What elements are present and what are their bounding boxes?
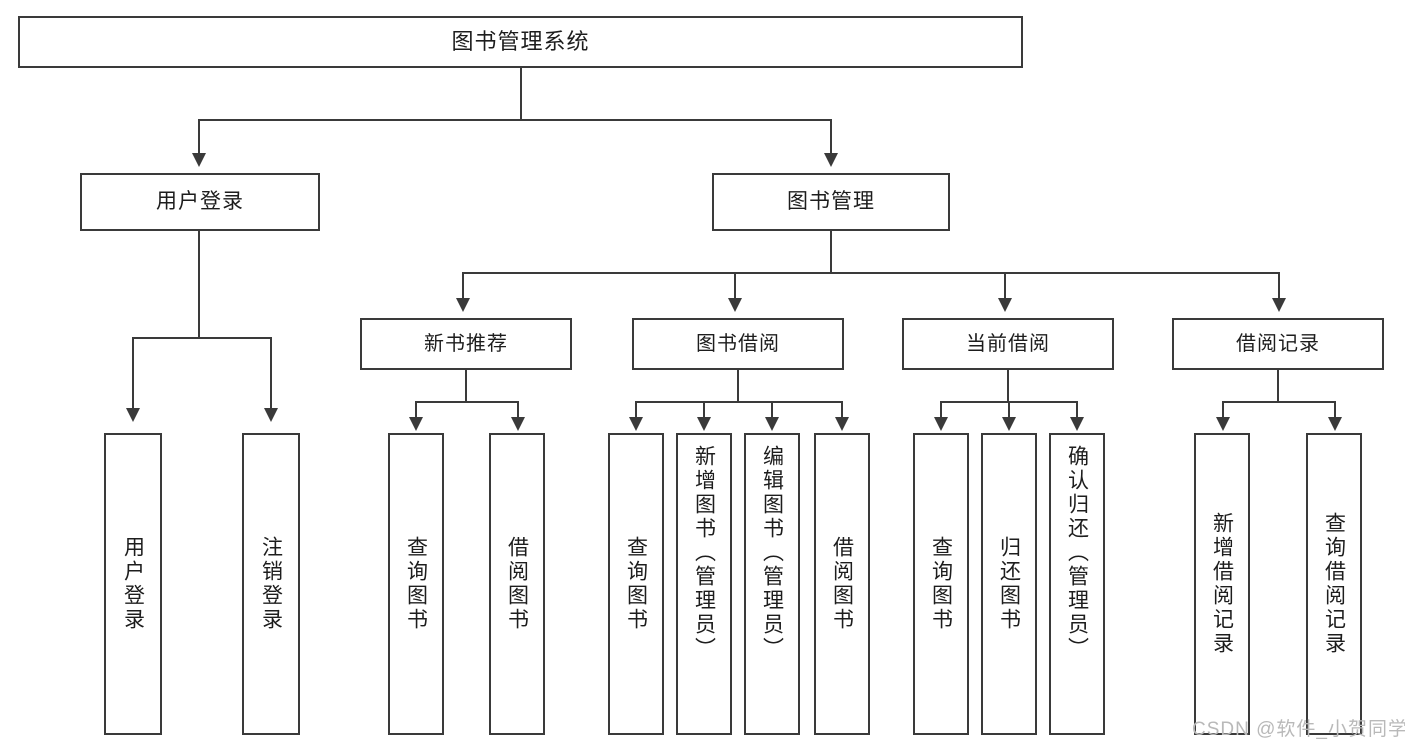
arrowhead-leaf-query-book-2 xyxy=(629,417,643,431)
leaf-logout-login[interactable]: 注销登录 xyxy=(242,433,300,735)
leaf-label: 编辑图书（管理员） xyxy=(760,445,784,661)
node-book-borrow[interactable]: 图书借阅 xyxy=(632,318,844,370)
arrowhead-leaf-logout-login xyxy=(264,408,278,422)
leaf-label: 查询图书 xyxy=(624,536,648,632)
node-label: 图书管理系统 xyxy=(451,29,590,55)
connector-to-leaf-logout-login xyxy=(270,337,272,410)
arrowhead-leaf-edit-book xyxy=(765,417,779,431)
leaf-label: 新增图书（管理员） xyxy=(692,445,716,661)
arrowhead-user-login xyxy=(192,153,206,167)
node-user-login[interactable]: 用户登录 xyxy=(80,173,320,231)
connector-to-book-borrow xyxy=(734,272,736,300)
connector-to-leaf-borrow-book-1 xyxy=(517,401,519,419)
connector-to-leaf-query-book-2 xyxy=(635,401,637,419)
connector-to-leaf-query-borrow-record xyxy=(1334,401,1336,419)
arrowhead-leaf-query-book-3 xyxy=(934,417,948,431)
connector-to-leaf-return-book xyxy=(1008,401,1010,419)
node-label: 当前借阅 xyxy=(966,332,1050,355)
connector-book-borrow-stem xyxy=(737,370,739,402)
connector-root-bus xyxy=(198,119,832,121)
arrowhead-leaf-borrow-book-1 xyxy=(511,417,525,431)
connector-new-book-rec-bus xyxy=(415,401,518,403)
leaf-label: 借阅图书 xyxy=(505,536,529,632)
leaf-query-book-1[interactable]: 查询图书 xyxy=(388,433,444,735)
leaf-label: 归还图书 xyxy=(997,536,1021,632)
leaf-label: 注销登录 xyxy=(259,536,283,632)
connector-user-login-bus xyxy=(132,337,272,339)
connector-borrow-record-stem xyxy=(1277,370,1279,402)
connector-to-leaf-edit-book xyxy=(771,401,773,419)
leaf-query-book-3[interactable]: 查询图书 xyxy=(913,433,969,735)
arrowhead-leaf-user-login xyxy=(126,408,140,422)
connector-to-current-borrow xyxy=(1004,272,1006,300)
leaf-add-borrow-record[interactable]: 新增借阅记录 xyxy=(1194,433,1250,735)
connector-root-stem xyxy=(520,68,522,120)
arrowhead-leaf-confirm-return xyxy=(1070,417,1084,431)
leaf-label: 查询图书 xyxy=(929,536,953,632)
connector-book-manage-stem xyxy=(830,231,832,273)
leaf-query-book-2[interactable]: 查询图书 xyxy=(608,433,664,735)
node-label: 新书推荐 xyxy=(424,332,508,355)
connector-book-manage-bus xyxy=(462,272,1280,274)
node-book-manage[interactable]: 图书管理 xyxy=(712,173,950,231)
node-label: 借阅记录 xyxy=(1236,332,1320,355)
leaf-add-book-admin[interactable]: 新增图书（管理员） xyxy=(676,433,732,735)
leaf-borrow-book-2[interactable]: 借阅图书 xyxy=(814,433,870,735)
connector-to-leaf-query-book-1 xyxy=(415,401,417,419)
leaf-return-book[interactable]: 归还图书 xyxy=(981,433,1037,735)
connector-to-leaf-borrow-book-2 xyxy=(841,401,843,419)
node-new-book-recommendation[interactable]: 新书推荐 xyxy=(360,318,572,370)
connector-to-leaf-add-borrow-record xyxy=(1222,401,1224,419)
leaf-label: 查询图书 xyxy=(404,536,428,632)
leaf-query-borrow-record[interactable]: 查询借阅记录 xyxy=(1306,433,1362,735)
arrowhead-leaf-query-book-1 xyxy=(409,417,423,431)
node-label: 用户登录 xyxy=(156,189,244,213)
leaf-borrow-book-1[interactable]: 借阅图书 xyxy=(489,433,545,735)
arrowhead-book-manage xyxy=(824,153,838,167)
connector-current-borrow-stem xyxy=(1007,370,1009,402)
leaf-user-login[interactable]: 用户登录 xyxy=(104,433,162,735)
arrowhead-leaf-add-borrow-record xyxy=(1216,417,1230,431)
connector-book-borrow-bus xyxy=(635,401,843,403)
leaf-edit-book-admin[interactable]: 编辑图书（管理员） xyxy=(744,433,800,735)
node-root-system[interactable]: 图书管理系统 xyxy=(18,16,1023,68)
arrowhead-leaf-return-book xyxy=(1002,417,1016,431)
node-label: 图书借阅 xyxy=(696,332,780,355)
arrowhead-leaf-query-borrow-record xyxy=(1328,417,1342,431)
arrowhead-borrow-record xyxy=(1272,298,1286,312)
connector-to-leaf-add-book xyxy=(703,401,705,419)
connector-to-leaf-user-login xyxy=(132,337,134,410)
leaf-label: 用户登录 xyxy=(121,536,145,632)
arrowhead-leaf-add-book xyxy=(697,417,711,431)
leaf-label: 新增借阅记录 xyxy=(1210,512,1234,656)
leaf-confirm-return-admin[interactable]: 确认归还（管理员） xyxy=(1049,433,1105,735)
arrowhead-leaf-borrow-book-2 xyxy=(835,417,849,431)
arrowhead-current-borrow xyxy=(998,298,1012,312)
connector-to-leaf-query-book-3 xyxy=(940,401,942,419)
connector-to-leaf-confirm-return xyxy=(1076,401,1078,419)
connector-new-book-rec-stem xyxy=(465,370,467,402)
arrowhead-book-borrow xyxy=(728,298,742,312)
connector-root-to-book-manage xyxy=(830,119,832,155)
connector-to-borrow-record xyxy=(1278,272,1280,300)
connector-root-to-user-login xyxy=(198,119,200,155)
node-borrow-record[interactable]: 借阅记录 xyxy=(1172,318,1384,370)
connector-to-new-book-rec xyxy=(462,272,464,300)
leaf-label: 确认归还（管理员） xyxy=(1065,445,1089,661)
connector-borrow-record-bus xyxy=(1222,401,1336,403)
leaf-label: 借阅图书 xyxy=(830,536,854,632)
node-current-borrow[interactable]: 当前借阅 xyxy=(902,318,1114,370)
node-label: 图书管理 xyxy=(787,189,875,213)
leaf-label: 查询借阅记录 xyxy=(1322,512,1346,656)
arrowhead-new-book-rec xyxy=(456,298,470,312)
connector-user-login-stem xyxy=(198,231,200,338)
